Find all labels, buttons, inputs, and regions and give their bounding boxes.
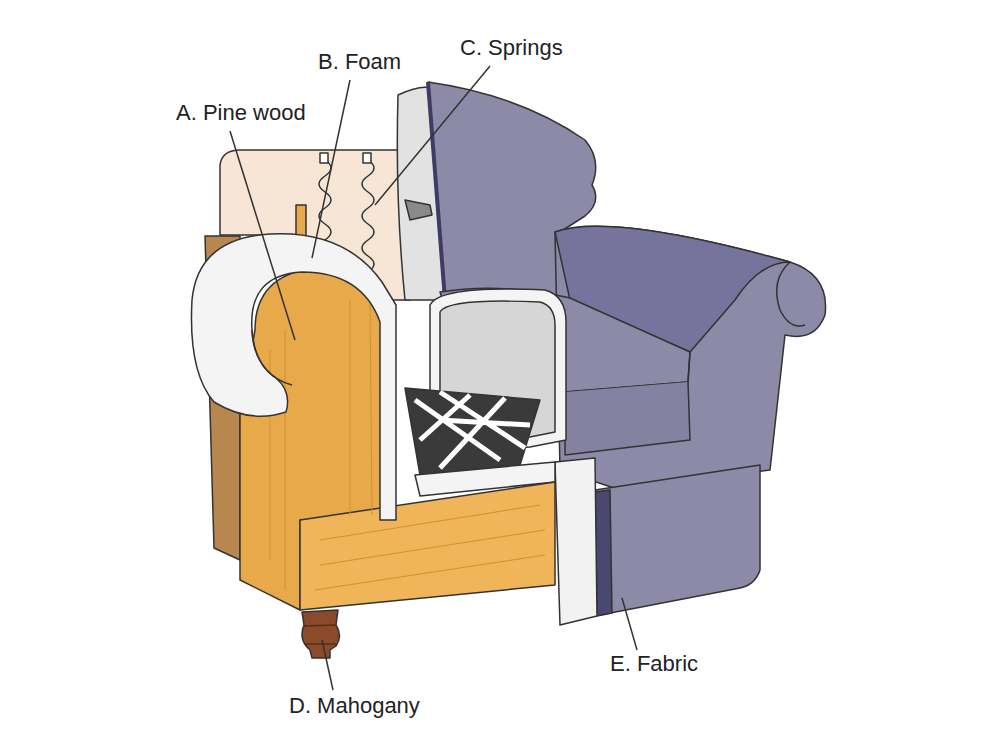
chair-drawing xyxy=(191,82,825,658)
leg-rings xyxy=(304,625,336,644)
webbing xyxy=(405,388,540,475)
part-label: E. Fabric xyxy=(610,651,698,677)
mahogany-leg xyxy=(302,610,340,658)
webbing-strips xyxy=(415,392,530,468)
fabric-edge xyxy=(428,82,445,300)
leader-line xyxy=(230,131,295,340)
leader-line xyxy=(322,640,333,690)
spring-clip xyxy=(363,153,371,163)
wood-grain xyxy=(270,300,545,590)
skirt-foam xyxy=(555,458,597,625)
part-label: B. Foam xyxy=(318,49,401,75)
arm-scroll-line xyxy=(777,262,805,326)
back-bracket xyxy=(405,200,432,220)
pine-front-rail xyxy=(300,482,555,610)
arm-foam xyxy=(191,234,396,520)
leader-lines xyxy=(230,66,637,690)
skirt-edge xyxy=(595,490,612,616)
part-label: A. Pine wood xyxy=(176,100,306,126)
part-label: D. Mahogany xyxy=(289,693,420,719)
leader-line xyxy=(312,80,350,258)
part-label: C. Springs xyxy=(460,35,563,61)
skirt-fabric xyxy=(595,465,760,615)
leader-line xyxy=(375,66,490,205)
scroll-line xyxy=(252,330,292,385)
spring-clip xyxy=(320,153,328,163)
leader-line xyxy=(622,598,637,650)
cushion-front xyxy=(565,382,690,455)
